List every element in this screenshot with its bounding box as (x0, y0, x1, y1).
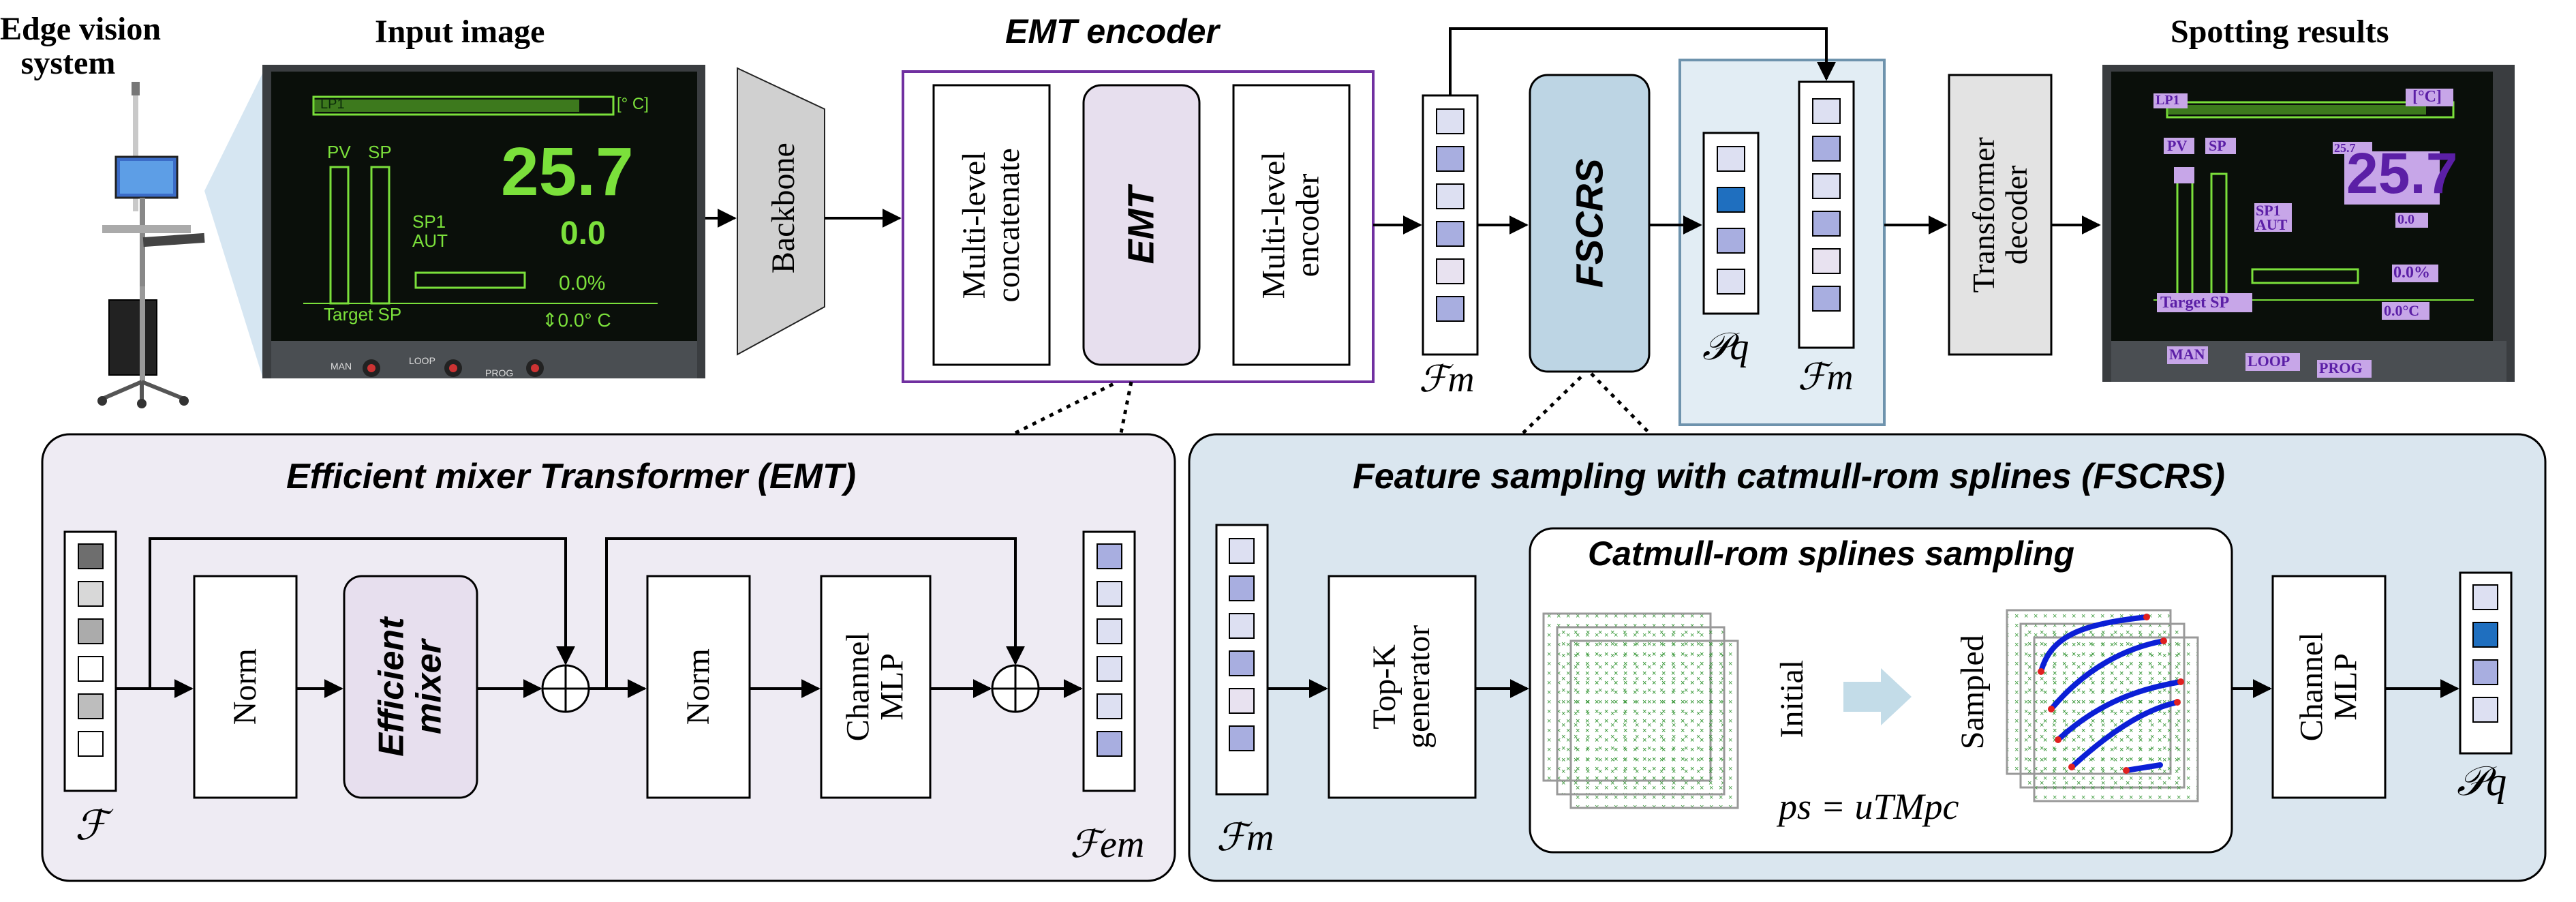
monitor-unit: [° C] (617, 95, 649, 113)
catmull-formula: ps = uTMpc (1779, 786, 1959, 827)
fm-label-right: ℱm (1798, 357, 1854, 397)
backbone-label: Backbone (765, 142, 801, 273)
emt-panel-arrows (116, 537, 1083, 698)
sampled-label: Sampled (1954, 635, 1991, 749)
spot-small-value: 25.7 (2334, 141, 2356, 155)
monitor-target-sp: Target SP (324, 304, 402, 325)
monitor-btn-prog: PROG (485, 367, 514, 378)
initial-label: Initial (1773, 659, 1810, 738)
fscrs-block (1529, 74, 1651, 373)
backbone-block (737, 67, 825, 356)
norm-label-2: Norm (679, 648, 716, 725)
feature-column-pq-bottom (2459, 571, 2513, 755)
fm-label-bottom: ℱm (1216, 817, 1274, 859)
efficient-mixer-block (343, 575, 478, 799)
multi-level-encoder-block (1232, 84, 1351, 366)
spotting-results-label: Spotting results (2171, 14, 2389, 50)
spot-sp: SP (2209, 137, 2226, 154)
emt-panel-title: Efficient mixer Transformer (EMT) (286, 457, 857, 496)
topk-generator-block (1328, 575, 1477, 799)
spot-pv: PV (2167, 137, 2188, 154)
spot-man: MAN (2169, 346, 2205, 363)
initial-sampling-grids (1542, 612, 1739, 809)
norm-block-1 (193, 575, 298, 799)
f-label: ℱ (75, 803, 108, 848)
input-image-label: Input image (375, 14, 545, 50)
emt-label: EMT (1120, 186, 1162, 264)
feature-column-fm-top (1422, 94, 1479, 356)
input-image-monitor (262, 65, 705, 378)
spotting-results-image (2102, 65, 2515, 382)
emt-block (1082, 84, 1201, 366)
fscrs-panel-title: Feature sampling with catmull-rom spline… (1353, 457, 2225, 496)
top-arrows (705, 27, 2101, 235)
spot-unit: [°C] (2412, 88, 2442, 106)
spot-sp1: SP1 (2256, 202, 2281, 219)
spot-aut: AUT (2256, 216, 2288, 233)
pq-label-bottom: 𝒫q (2457, 759, 2507, 804)
spot-value: 25.7 (2346, 141, 2458, 205)
transformer-decoder-block (1948, 74, 2053, 356)
monitor-value-main: 25.7 (501, 134, 634, 210)
view-cone (204, 74, 262, 376)
channel-mlp-block-emt (820, 575, 932, 799)
pq-label-top: 𝒫q (1702, 326, 1749, 368)
emt-encoder-title: EMT encoder (1005, 12, 1219, 50)
initial-to-sampled-arrow (1843, 668, 1912, 725)
channel-mlp-block-fscrs (2271, 575, 2387, 799)
fscrs-label: FSCRS (1567, 158, 1611, 288)
spot-lp1: LP1 (2156, 93, 2180, 108)
multi-level-concatenate-block (932, 84, 1051, 366)
monitor-value-sp: 0.0 (560, 215, 606, 252)
fscrs-zoom-connector-left (1522, 372, 1586, 434)
norm-block-2 (646, 575, 751, 799)
feature-column-fm-right (1798, 80, 1855, 349)
emt-encoder-box (902, 70, 1375, 383)
monitor-target-value: ⇕0.0° C (542, 310, 611, 331)
feature-column-f (63, 530, 117, 792)
feature-column-fm-bottom (1215, 524, 1269, 796)
monitor-btn-man: MAN (331, 361, 352, 372)
spot-percent: 0.0% (2393, 264, 2430, 282)
monitor-channel: LP1 (320, 97, 345, 112)
monitor-btn-loop: LOOP (409, 355, 435, 366)
sampling-title: Catmull-rom splines sampling (1588, 535, 2075, 573)
feature-column-fem (1082, 530, 1136, 792)
spot-zero-c: 0.0°C (2384, 302, 2420, 319)
spot-zero: 0.0 (2397, 212, 2414, 227)
feature-column-pq-top (1702, 132, 1760, 315)
sampled-grids (2006, 609, 2199, 802)
monitor-pv: PV (327, 142, 351, 162)
spot-target-sp: Target SP (2160, 294, 2230, 312)
fem-label: ℱem (1070, 824, 1145, 866)
fm-label-top: ℱm (1419, 359, 1475, 400)
emt-zoom-connector-left (1014, 380, 1119, 435)
norm-label-1: Norm (226, 648, 263, 725)
monitor-aut: AUT (412, 230, 448, 251)
spot-loop: LOOP (2248, 352, 2290, 370)
monitor-sp1: SP1 (412, 211, 446, 232)
spot-prog: PROG (2319, 359, 2363, 376)
edge-vision-cart-icon (97, 82, 205, 408)
monitor-percent: 0.0% (559, 272, 606, 295)
monitor-sp: SP (368, 142, 392, 162)
emt-zoom-connector-right (1119, 381, 1133, 434)
fscrs-zoom-connector-right (1590, 372, 1651, 434)
